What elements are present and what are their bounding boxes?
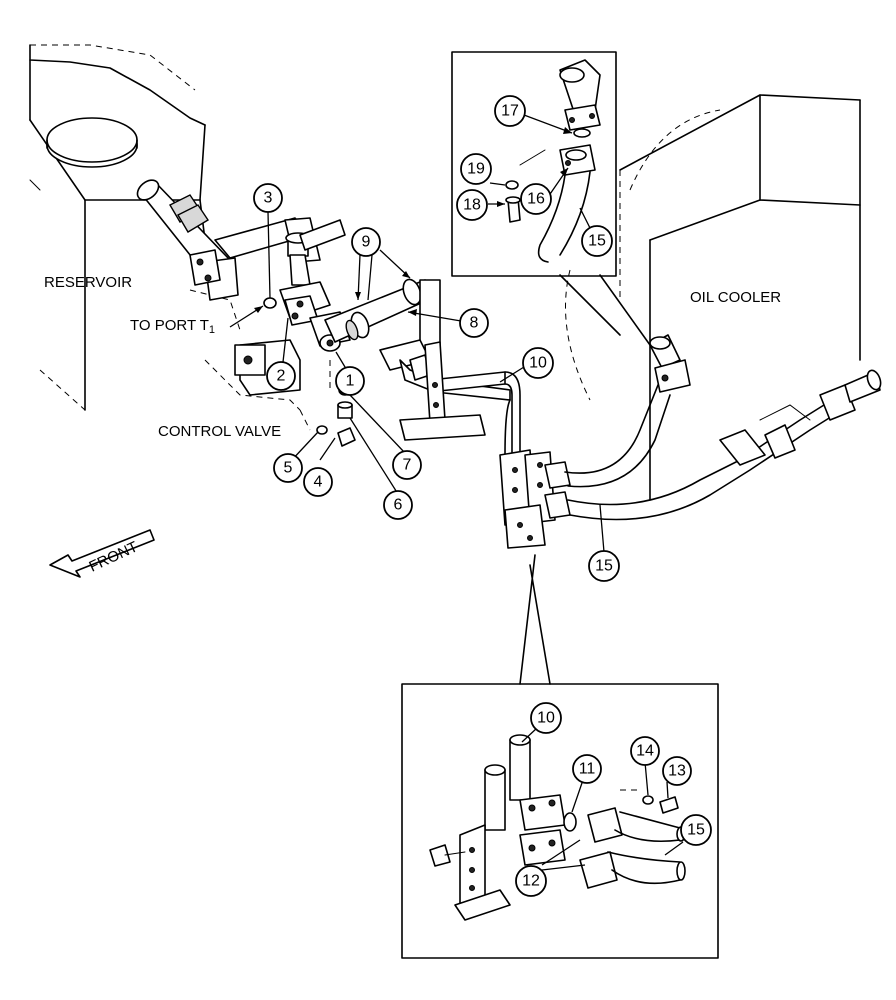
svg-text:16: 16 (527, 191, 545, 208)
callout-3: 3 (253, 183, 283, 213)
callout-11: 11 (572, 754, 602, 784)
front-arrow-icon (49, 529, 155, 578)
callout-15: 15 (588, 550, 620, 582)
callout-12: 12 (515, 865, 547, 897)
svg-text:12: 12 (522, 873, 540, 890)
svg-text:15: 15 (687, 822, 705, 839)
callout-16: 16 (520, 183, 552, 215)
callout-2: 2 (266, 361, 296, 391)
svg-text:9: 9 (362, 234, 371, 251)
svg-text:18: 18 (463, 197, 481, 214)
hose-15 (564, 369, 882, 521)
callout-4: 4 (303, 467, 333, 497)
svg-text:15: 15 (595, 558, 613, 575)
oil-cooler (565, 94, 861, 501)
callout-17: 17 (494, 95, 526, 127)
tube-assembly (299, 219, 521, 456)
svg-text:2: 2 (277, 368, 286, 385)
to-port-label: TO PORT T1 (130, 317, 215, 336)
callout-13: 13 (662, 756, 692, 786)
svg-text:1: 1 (346, 373, 355, 390)
callout-5: 5 (273, 453, 303, 483)
lower-detail-inset (401, 554, 719, 959)
svg-text:11: 11 (579, 761, 596, 778)
svg-text:13: 13 (668, 763, 686, 780)
reservoir-tank (29, 44, 231, 411)
svg-text:4: 4 (314, 474, 323, 491)
callout-19: 19 (460, 153, 492, 185)
callout-14: 14 (630, 736, 660, 766)
callout-1: 1 (335, 366, 365, 396)
svg-text:10: 10 (529, 355, 547, 372)
callout-18: 18 (456, 189, 488, 221)
callout-10: 10 (522, 347, 554, 379)
oil-cooler-label: OIL COOLER (690, 289, 781, 306)
svg-text:15: 15 (588, 233, 606, 250)
callout-10-inset-lower: 10 (530, 702, 562, 734)
callout-6: 6 (383, 490, 413, 520)
upper-detail-inset (451, 51, 651, 346)
leader-lines (229, 114, 684, 871)
callout-9: 9 (351, 227, 381, 257)
svg-text:10: 10 (537, 710, 555, 727)
callout-15-inset-lower: 15 (680, 814, 712, 846)
callout-15-inset-upper: 15 (581, 225, 613, 257)
svg-text:5: 5 (284, 460, 293, 477)
hose-bracket (499, 449, 571, 549)
svg-text:8: 8 (470, 315, 479, 332)
svg-text:3: 3 (264, 190, 273, 207)
control-valve-label: CONTROL VALVE (158, 423, 281, 440)
svg-text:6: 6 (394, 497, 403, 514)
svg-text:17: 17 (501, 103, 519, 120)
svg-text:7: 7 (403, 457, 412, 474)
svg-text:14: 14 (636, 743, 654, 760)
reservoir-label: RESERVOIR (44, 274, 132, 291)
callout-7: 7 (392, 450, 422, 480)
svg-text:19: 19 (467, 161, 485, 178)
callout-8: 8 (459, 308, 489, 338)
